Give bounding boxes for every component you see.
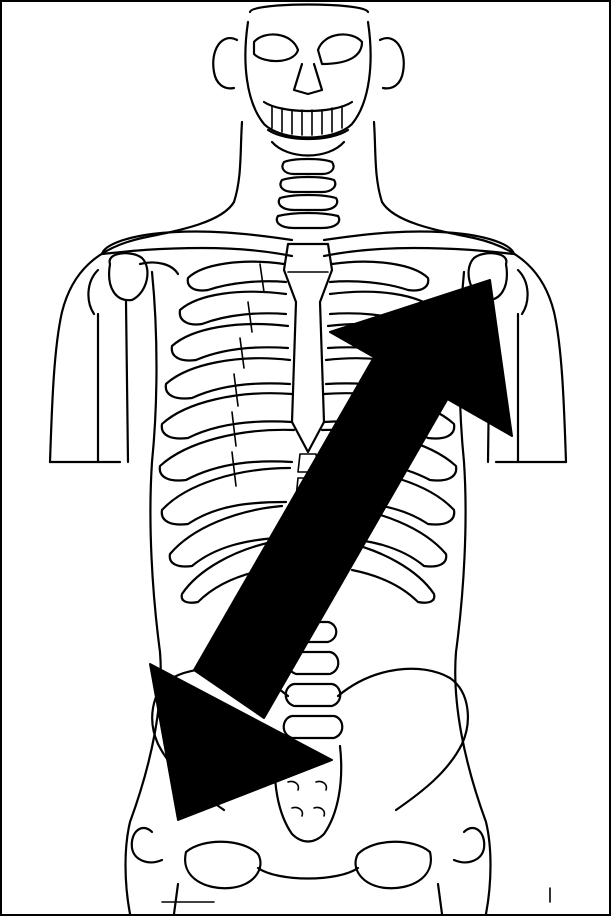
- cervical-spine: [277, 159, 339, 228]
- skull: [245, 5, 370, 156]
- sternum: [284, 244, 332, 452]
